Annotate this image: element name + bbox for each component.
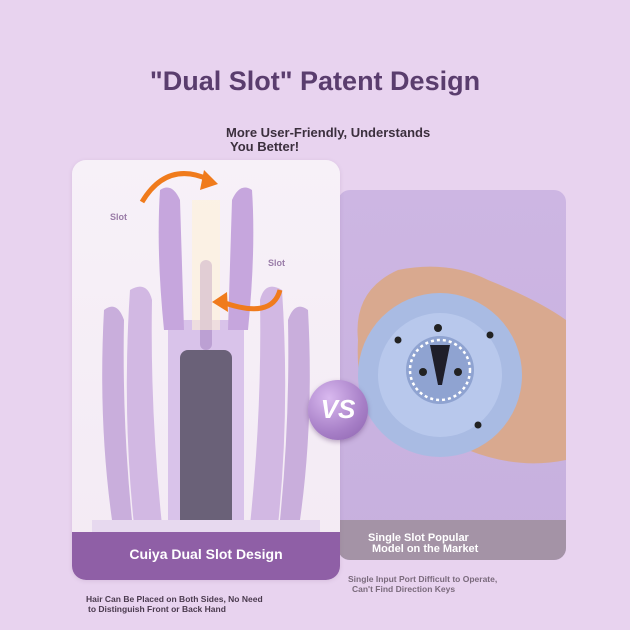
rotate-arrow-bottom bbox=[221, 289, 283, 312]
single-slot-note-line-1: Single Input Port Difficult to Operate, bbox=[348, 574, 498, 584]
subtitle-line-2: You Better! bbox=[230, 139, 300, 154]
dual-slot-note: Hair Can Be Placed on Both Sides, No Nee… bbox=[86, 594, 263, 614]
page-title: "Dual Slot" Patent Design bbox=[149, 66, 481, 96]
vs-text: VS bbox=[320, 394, 356, 424]
dual-slot-note-line-1: Hair Can Be Placed on Both Sides, No Nee… bbox=[86, 594, 263, 604]
vs-badge: VS bbox=[308, 380, 368, 440]
single-slot-product-illustration bbox=[357, 266, 566, 464]
single-slot-footer-line-2: Model on the Market bbox=[372, 543, 479, 555]
rotate-arrow-top bbox=[139, 171, 212, 204]
single-slot-footer: Single Slot Popular Model on the Market bbox=[338, 520, 566, 560]
subtitle: More User-Friendly, Understands You Bett… bbox=[226, 126, 486, 154]
single-slot-footer-label: Single Slot Popular Model on the Market bbox=[368, 533, 558, 555]
slot-label-2: Slot bbox=[268, 258, 285, 268]
single-slot-footer-line-1: Single Slot Popular bbox=[368, 532, 469, 544]
dual-slot-footer: Cuiya Dual Slot Design bbox=[72, 532, 340, 580]
single-slot-card: Single Slot Popular Model on the Market bbox=[338, 190, 566, 560]
subtitle-line-1: More User-Friendly, Understands bbox=[226, 125, 431, 140]
dual-slot-product-illustration bbox=[92, 170, 320, 532]
single-slot-note: Single Input Port Difficult to Operate, … bbox=[348, 574, 497, 594]
single-slot-note-line-2: Can't Find Direction Keys bbox=[352, 584, 456, 594]
dual-slot-note-line-2: to Distinguish Front or Back Hand bbox=[88, 604, 226, 614]
slot-label-1: Slot bbox=[110, 212, 127, 222]
dual-slot-footer-label: Cuiya Dual Slot Design bbox=[129, 546, 283, 562]
dual-slot-card: Slot Slot Cuiya Dual Slot Design bbox=[72, 160, 340, 580]
